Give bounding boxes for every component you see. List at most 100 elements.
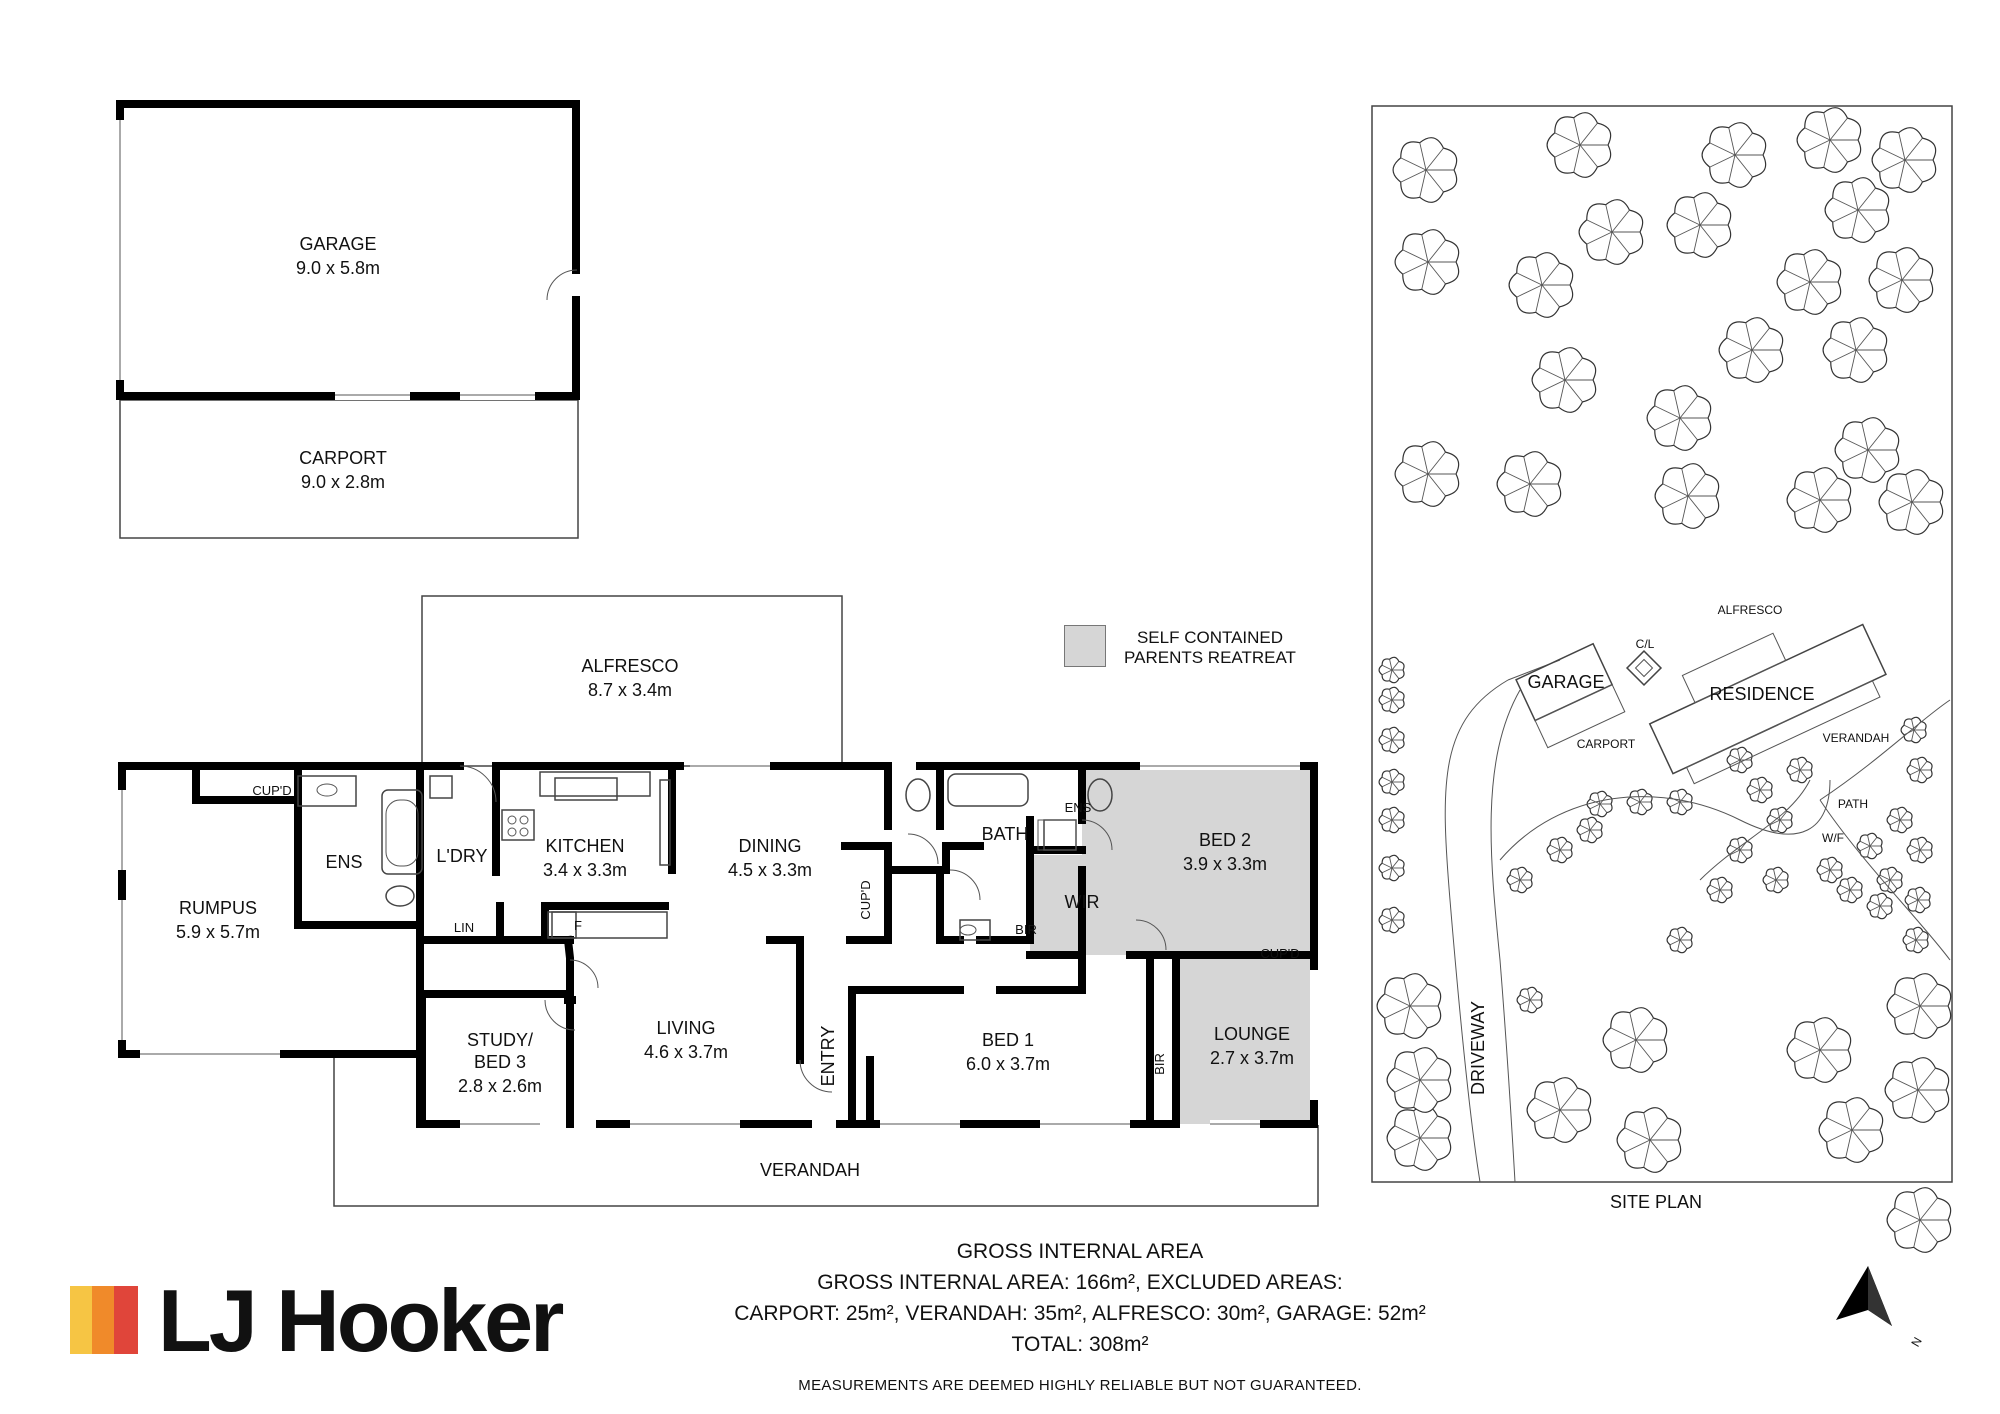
tree-icon	[1378, 656, 1405, 684]
tree-icon	[1718, 317, 1784, 383]
carport-label: CARPORT	[299, 448, 387, 468]
ldry-label: L'DRY	[436, 846, 487, 866]
tree-icon	[1386, 1047, 1452, 1113]
site-plan: GARAGE CARPORT RESIDENCE ALFRESCO VERAND…	[1371, 105, 1953, 1350]
tree-icon	[1884, 1057, 1950, 1123]
tree-icon	[1726, 746, 1753, 774]
fridge-label: F	[574, 918, 582, 933]
study-dim: 2.8 x 2.6m	[458, 1076, 542, 1096]
disclaimer: MEASUREMENTS ARE DEEMED HIGHLY RELIABLE …	[798, 1377, 1362, 1394]
tree-icon	[1766, 806, 1793, 834]
windows	[118, 762, 1318, 1128]
bir-label-1: BIR	[1015, 922, 1037, 937]
entry-label: ENTRY	[818, 1026, 838, 1087]
logo-bars-icon	[70, 1286, 138, 1354]
site-plan-title: SITE PLAN	[1610, 1192, 1702, 1212]
site-plan-trees	[1376, 107, 1952, 1253]
area-line-2: CARPORT: 25m², VERANDAH: 35m², ALFRESCO:…	[734, 1302, 1426, 1325]
bed1-dim: 6.0 x 3.7m	[966, 1054, 1050, 1074]
site-wf-label: W/F	[1822, 831, 1844, 845]
tree-icon	[1376, 973, 1442, 1039]
area-heading: GROSS INTERNAL AREA	[956, 1240, 1204, 1263]
tree-icon	[1578, 199, 1644, 265]
site-path-label: PATH	[1838, 797, 1868, 811]
living-label: LIVING	[656, 1018, 715, 1038]
tree-icon	[1701, 122, 1767, 188]
ens2-label: ENS	[1065, 800, 1092, 815]
tree-icon	[1526, 1077, 1592, 1143]
garage-label: GARAGE	[299, 234, 376, 254]
tree-icon	[1866, 892, 1893, 920]
tree-icon	[1786, 1017, 1852, 1083]
tree-icon	[1586, 790, 1613, 818]
tree-icon	[1378, 806, 1405, 834]
tree-icon	[1378, 768, 1405, 796]
tree-icon	[1516, 986, 1543, 1014]
tree-icon	[1496, 451, 1562, 517]
tree-icon	[1378, 726, 1405, 754]
tree-icon	[1666, 926, 1693, 954]
tree-icon	[1834, 417, 1900, 483]
fixtures	[297, 773, 1113, 941]
tree-icon	[1818, 1097, 1884, 1163]
tree-icon	[1824, 177, 1890, 243]
cupd-label-3: CUP'D	[1260, 946, 1299, 961]
lounge-label: LOUNGE	[1214, 1024, 1290, 1044]
tree-icon	[1904, 886, 1931, 914]
tree-icon	[1386, 1105, 1452, 1171]
site-verandah-label: VERANDAH	[1823, 731, 1890, 745]
tree-icon	[1906, 756, 1933, 784]
tree-icon	[1626, 788, 1653, 816]
tree-icon	[1378, 906, 1405, 934]
study-label-2: BED 3	[474, 1052, 526, 1072]
dining-dim: 4.5 x 3.3m	[728, 860, 812, 880]
tree-icon	[1394, 441, 1460, 507]
tree-icon	[1746, 776, 1773, 804]
verandah-label: VERANDAH	[760, 1160, 860, 1180]
lin-label: LIN	[454, 920, 474, 935]
tree-icon	[1666, 192, 1732, 258]
tree-icon	[1776, 249, 1842, 315]
wir-label: WIR	[1065, 892, 1100, 912]
kitchen-label: KITCHEN	[545, 836, 624, 856]
doors	[459, 765, 1167, 1093]
tree-icon	[1902, 926, 1929, 954]
site-carport-label: CARPORT	[1577, 737, 1636, 751]
tree-icon	[1616, 1107, 1682, 1173]
bed2-dim: 3.9 x 3.3m	[1183, 854, 1267, 874]
area-summary: GROSS INTERNAL AREA GROSS INTERNAL AREA:…	[700, 1236, 1460, 1401]
bed2-label: BED 2	[1199, 830, 1251, 850]
alfresco-dim: 8.7 x 3.4m	[588, 680, 672, 700]
kitchen-dim: 3.4 x 3.3m	[543, 860, 627, 880]
tree-icon	[1378, 854, 1405, 882]
garage-block: GARAGE 9.0 x 5.8m CARPORT 9.0 x 2.8m	[116, 100, 580, 539]
tree-icon	[1576, 816, 1603, 844]
rumpus-label: RUMPUS	[179, 898, 257, 918]
site-driveway-label: DRIVEWAY	[1468, 1001, 1488, 1095]
legend-line-2: PARENTS REATREAT	[1124, 648, 1296, 667]
area-line-1: GROSS INTERNAL AREA: 166m², EXCLUDED ARE…	[817, 1271, 1343, 1294]
tree-icon	[1796, 107, 1862, 173]
site-residence-label: RESIDENCE	[1709, 684, 1814, 704]
tree-icon	[1546, 836, 1573, 864]
dining-label: DINING	[739, 836, 802, 856]
tree-icon	[1786, 756, 1813, 784]
tree-icon	[1886, 806, 1913, 834]
tree-icon	[1886, 973, 1952, 1039]
brand-name: LJ Hooker	[158, 1271, 564, 1370]
clothesline-icon	[1625, 649, 1663, 687]
bath-label: BATH	[982, 824, 1029, 844]
north-label: N	[1908, 1335, 1924, 1350]
cupd-label-1: CUP'D	[252, 783, 291, 798]
study-label: STUDY/	[467, 1030, 533, 1050]
verandah-outline	[333, 1055, 1319, 1207]
room-labels: RUMPUS 5.9 x 5.7m ENS L'DRY KITCHEN 3.4 …	[176, 783, 1300, 1096]
tree-icon	[1706, 876, 1733, 904]
area-total: TOTAL: 308m²	[1011, 1333, 1149, 1356]
site-cl-label: C/L	[1636, 637, 1655, 651]
tree-icon	[1876, 866, 1903, 894]
bir-label-2: BIR	[1152, 1053, 1167, 1075]
tree-icon	[1871, 127, 1937, 193]
tree-icon	[1392, 137, 1458, 203]
